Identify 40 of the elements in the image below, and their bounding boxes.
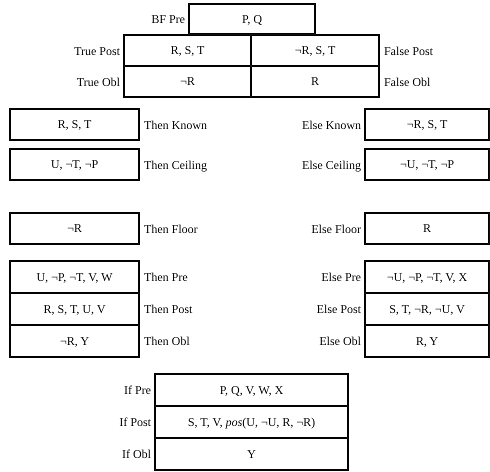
row-label: Then Known bbox=[144, 118, 207, 132]
row-label: Else Post bbox=[316, 302, 361, 316]
row-label: False Post bbox=[384, 44, 434, 58]
row-label: True Obl bbox=[76, 74, 120, 88]
formula-cell: R, S, T, U, V bbox=[9, 292, 140, 326]
formula-cell: R, Y bbox=[364, 324, 490, 358]
formula-cell: U, ¬P, ¬T, V, W bbox=[9, 260, 140, 294]
row-label: Else Floor bbox=[311, 222, 361, 236]
formula-cell: ¬R bbox=[9, 212, 140, 245]
formula-cell: S, T, ¬R, ¬U, V bbox=[364, 292, 490, 326]
row-label: Then Post bbox=[144, 302, 192, 316]
formula-cell: S, T, V, pos(U, ¬U, R, ¬R) bbox=[154, 405, 349, 439]
row-label: Else Known bbox=[302, 118, 361, 132]
formula-cell: Y bbox=[154, 437, 349, 471]
formula-cell: ¬R bbox=[123, 65, 252, 98]
formula-cell: ¬U, ¬P, ¬T, V, X bbox=[364, 260, 490, 294]
formula-cell: R, S, T bbox=[123, 34, 252, 67]
formula-cell: ¬U, ¬T, ¬P bbox=[364, 148, 490, 181]
row-label: Else Pre bbox=[321, 270, 361, 284]
formula-cell: U, ¬T, ¬P bbox=[9, 148, 140, 181]
row-label: Then Obl bbox=[144, 334, 190, 348]
formula-cell: P, Q bbox=[188, 3, 316, 35]
row-label: Else Obl bbox=[319, 334, 361, 348]
formula-cell: ¬R, S, T bbox=[364, 108, 490, 141]
row-label: False Obl bbox=[384, 74, 430, 88]
row-label: Then Ceiling bbox=[144, 158, 207, 172]
row-label: Then Floor bbox=[144, 222, 198, 236]
row-label: True Post bbox=[74, 44, 120, 58]
row-label: If Obl bbox=[122, 447, 151, 461]
formula-cell: R, S, T bbox=[9, 108, 140, 141]
row-label: If Pre bbox=[124, 383, 151, 397]
formula-cell: R bbox=[250, 65, 380, 98]
formula-cell: P, Q, V, W, X bbox=[154, 373, 349, 407]
formula-cell: R bbox=[364, 212, 490, 245]
row-label: If Post bbox=[119, 415, 151, 429]
row-label: Then Pre bbox=[144, 270, 188, 284]
row-label: Else Ceiling bbox=[302, 158, 361, 172]
formula-cell: ¬R, Y bbox=[9, 324, 140, 358]
row-label: BF Pre bbox=[151, 12, 185, 26]
formula-cell: ¬R, S, T bbox=[250, 34, 380, 67]
